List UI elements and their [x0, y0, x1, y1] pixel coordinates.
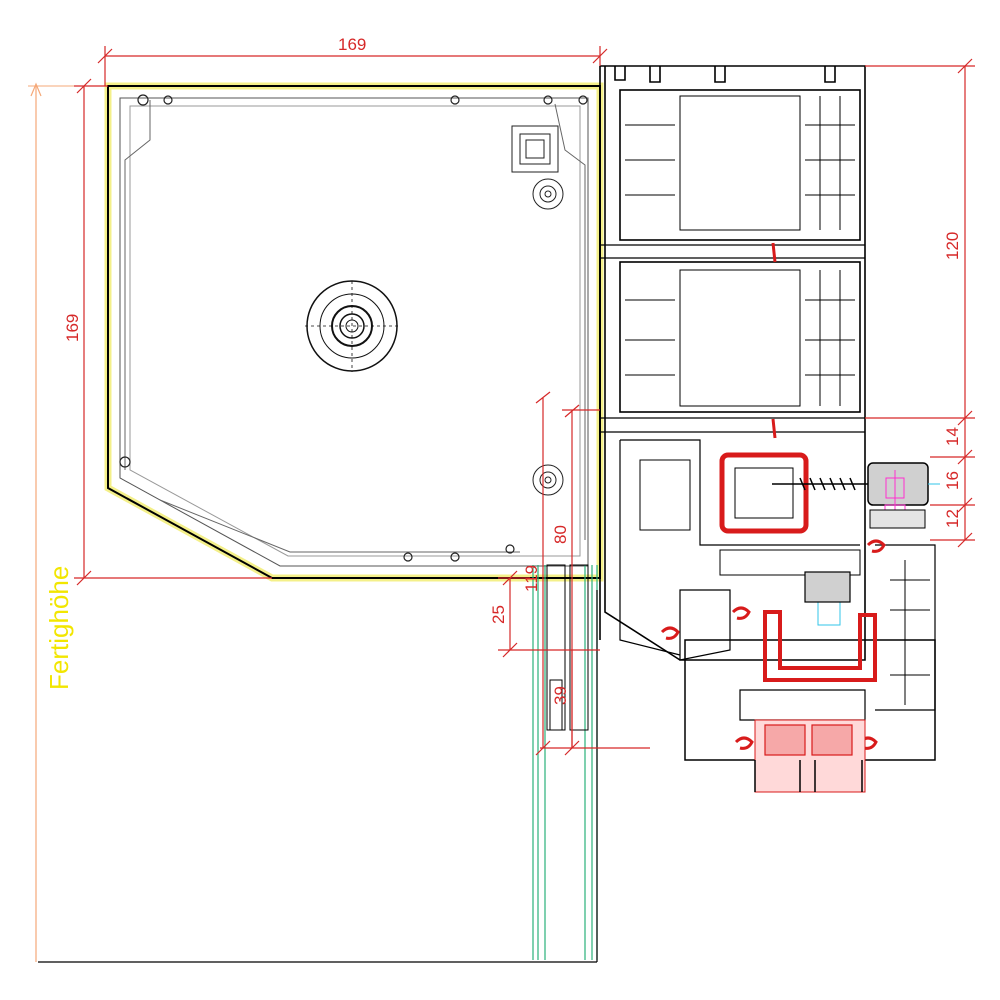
steel-reinforcement	[719, 452, 877, 682]
dim-12: 12	[943, 509, 962, 528]
window-frame-profile	[599, 65, 936, 761]
axle-icon	[305, 280, 400, 372]
guide-rail-profile	[546, 564, 589, 731]
dim-box-width: 169	[338, 35, 366, 54]
bracket-square-icon	[511, 125, 559, 173]
dim-80: 80	[551, 525, 570, 544]
shutter-box	[104, 82, 604, 582]
shutter-box-outline	[107, 85, 601, 579]
baseline	[38, 590, 598, 963]
finished-height-label: Fertighöhe	[44, 566, 74, 690]
dim-14: 14	[943, 427, 962, 446]
dim-39: 39	[551, 686, 570, 705]
dim-16: 16	[943, 471, 962, 490]
screw-icon	[772, 462, 940, 626]
dim-box-height: 169	[63, 314, 82, 342]
dim-119: 119	[522, 565, 541, 592]
dim-25: 25	[489, 605, 508, 624]
dimension-lines	[74, 46, 975, 756]
glazing-unit	[754, 719, 866, 793]
dim-frame-upper: 120	[943, 232, 962, 260]
finished-height-arrow	[28, 82, 100, 962]
corner-clip-icons	[119, 94, 588, 562]
bearing-icon	[532, 178, 564, 496]
